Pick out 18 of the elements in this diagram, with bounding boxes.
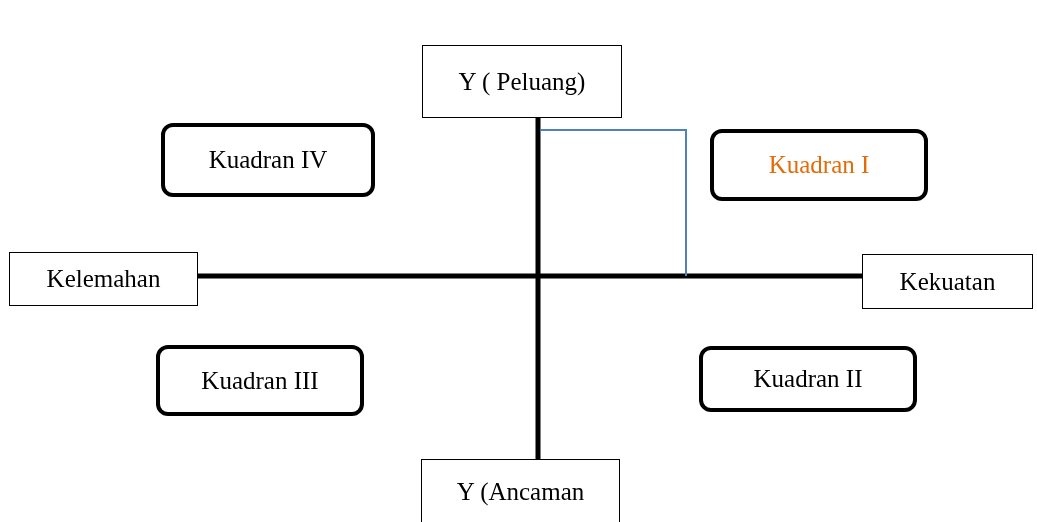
quadrant-box	[710, 129, 928, 201]
box-text: Kuadran I	[768, 150, 870, 181]
axis-line	[198, 273, 862, 279]
box-text: Kekuatan	[899, 266, 996, 297]
box-text: Kelemahan	[46, 264, 161, 295]
quadrant-box	[161, 123, 375, 197]
box-text: Kuadran II	[753, 364, 863, 395]
quadrant-box	[699, 346, 917, 412]
quadrant-box	[156, 345, 364, 416]
axis-label-box	[862, 254, 1033, 309]
box-text: Kuadran III	[201, 365, 319, 396]
box-text: Kuadran IV	[208, 145, 328, 176]
axis-label-box	[9, 252, 198, 306]
axis-label-box	[421, 459, 620, 522]
axis-line	[535, 118, 541, 459]
box-text: Y (Ancaman	[456, 477, 585, 508]
axis-label-box	[422, 45, 622, 118]
box-text: Y ( Peluang)	[458, 66, 586, 98]
